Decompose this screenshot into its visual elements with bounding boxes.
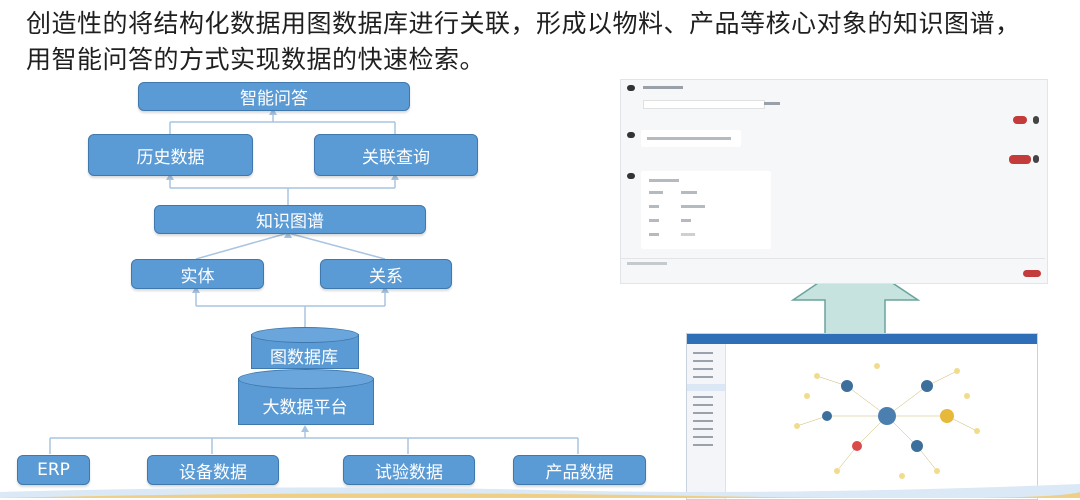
user-message-bubble-2 (1009, 155, 1031, 164)
decorative-footer-stripe (0, 484, 1080, 498)
chat-screenshot (620, 79, 1048, 284)
graph-network (794, 363, 980, 479)
header-line-1: 创造性的将结构化数据用图数据库进行关联，形成以物料、产品等核心对象的知识图谱， (26, 9, 1021, 38)
chat-option (764, 102, 780, 105)
node-test-data: 试验数据 (343, 455, 475, 485)
slide-header: 创造性的将结构化数据用图数据库进行关联，形成以物料、产品等核心对象的知识图谱， … (26, 6, 1076, 78)
bot-result-card (641, 171, 771, 249)
user-avatar-2 (1033, 155, 1039, 163)
graph-sidebar (687, 344, 726, 499)
node-history-data: 历史数据 (88, 134, 253, 176)
node-erp: ERP (17, 455, 90, 485)
bot-avatar (627, 132, 635, 138)
node-relation-query: 关联查询 (314, 134, 478, 176)
node-relation: 关系 (320, 259, 452, 289)
bot-reply-bubble (641, 130, 741, 147)
node-smart-qa: 智能问答 (138, 82, 410, 111)
send-button[interactable] (1023, 270, 1041, 277)
user-message-bubble (1013, 116, 1027, 124)
bot-avatar-2 (627, 173, 635, 179)
header-line-2: 用智能问答的方式实现数据的快速检索。 (26, 45, 486, 74)
node-equipment-data: 设备数据 (147, 455, 279, 485)
chat-input-line (643, 100, 765, 109)
node-entity: 实体 (131, 259, 264, 289)
node-knowledge-graph: 知识图谱 (154, 205, 426, 234)
graph-app-titlebar (687, 334, 1037, 344)
user-avatar (1033, 116, 1039, 124)
graph-screenshot (686, 333, 1038, 500)
node-product-data: 产品数据 (513, 455, 646, 485)
avatar (627, 85, 635, 91)
chat-input-placeholder (627, 262, 667, 265)
chat-title-placeholder (643, 86, 683, 89)
